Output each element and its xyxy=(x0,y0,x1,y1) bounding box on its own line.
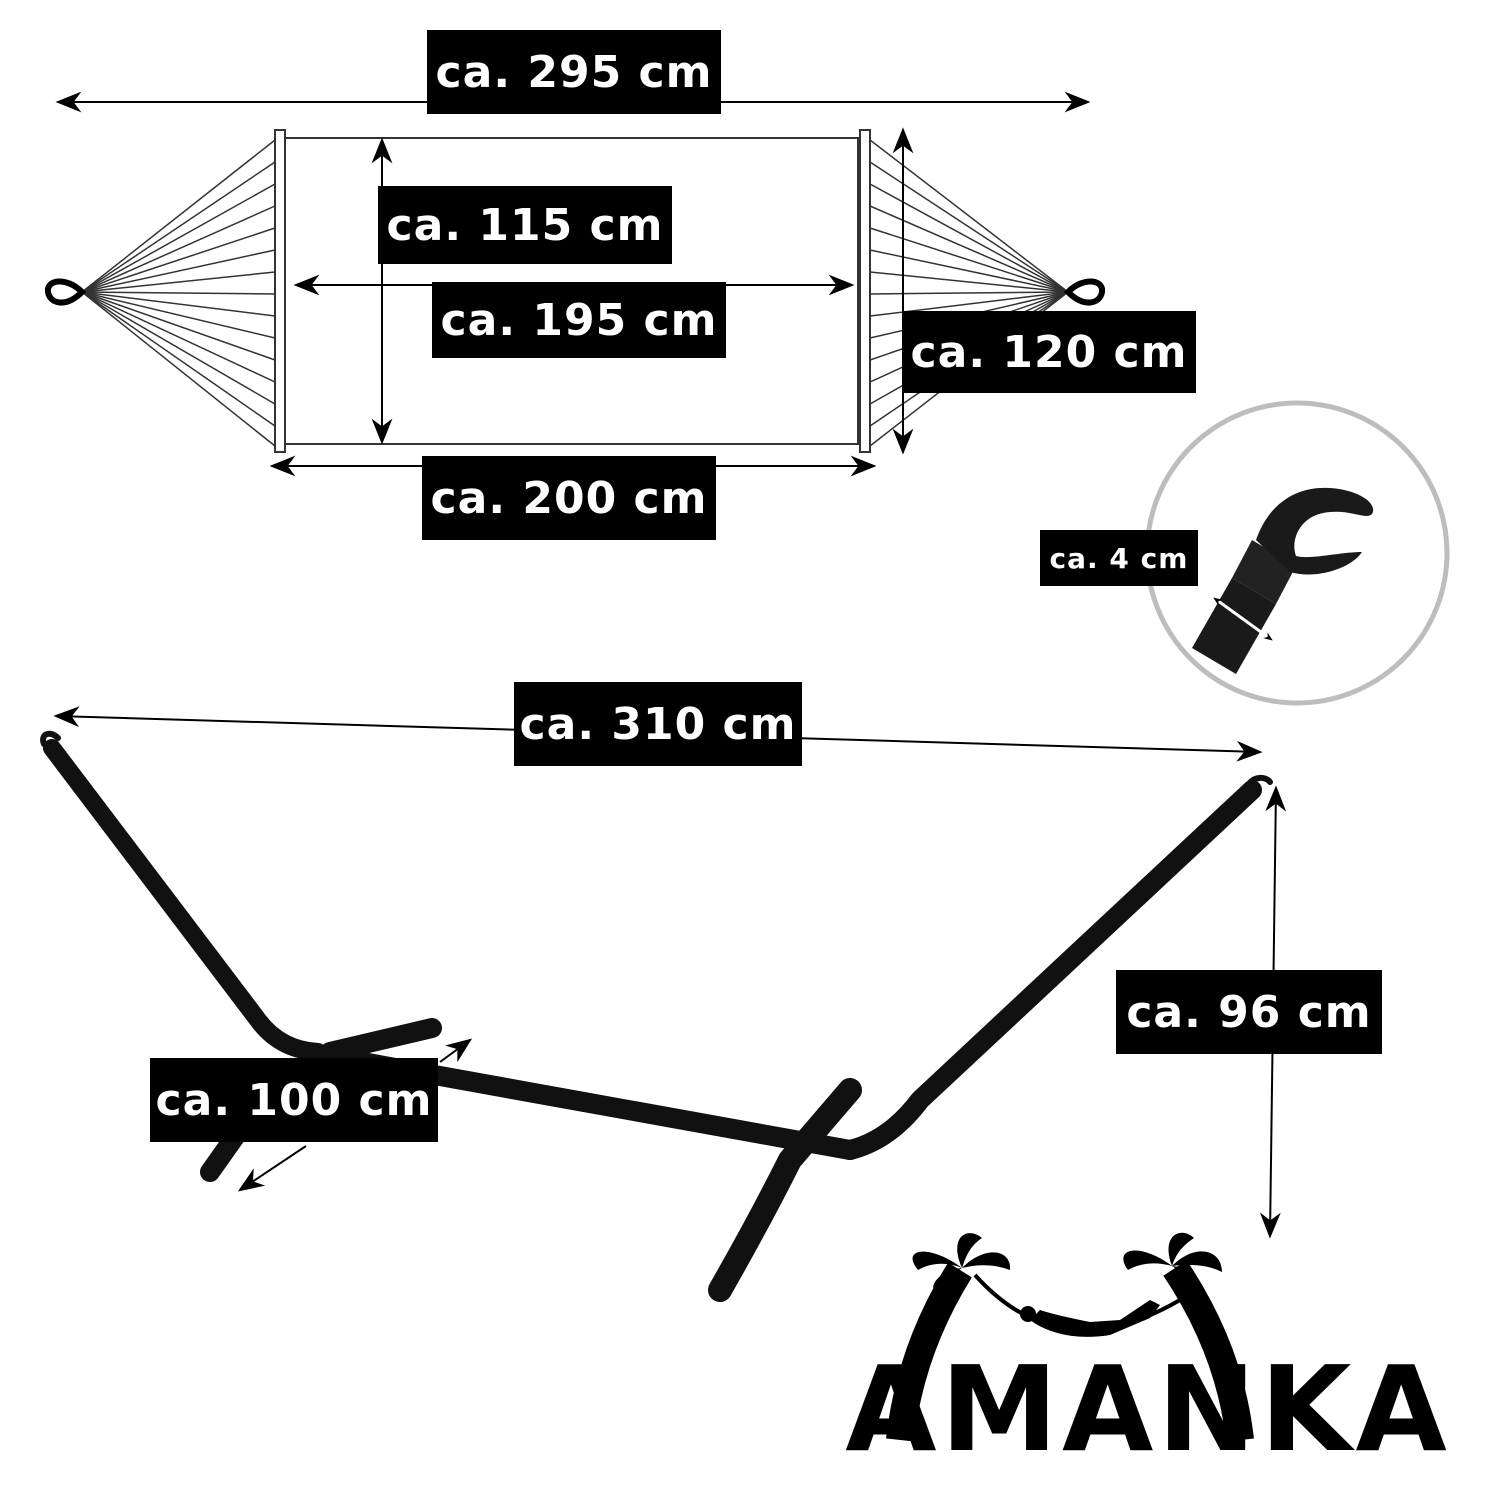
amanka-logo: AMANKA xyxy=(845,1232,1451,1478)
label-foot-width: ca. 100 cm xyxy=(150,1058,438,1142)
label-stand-height: ca. 96 cm xyxy=(1116,970,1382,1054)
hammock-top-view xyxy=(44,91,1106,477)
label-overall-length: ca. 295 cm xyxy=(427,30,721,114)
logo-person-head xyxy=(1020,1306,1036,1322)
right-palm-trunk xyxy=(1163,1260,1254,1442)
label-spreader-bar-length: ca. 120 cm xyxy=(902,311,1196,393)
label-bed-length: ca. 200 cm xyxy=(422,456,716,540)
left-arm xyxy=(43,739,327,1061)
right-spreader-bar xyxy=(859,129,871,453)
right-foot-bar xyxy=(708,1078,862,1302)
foot-width-arrow-upper xyxy=(439,1038,473,1063)
label-stand-length: ca. 310 cm xyxy=(514,682,802,766)
left-ring-icon xyxy=(44,278,87,306)
left-suspension-strings xyxy=(81,139,276,447)
left-palm-trunk xyxy=(886,1262,972,1442)
label-hook-diameter: ca. 4 cm xyxy=(1040,530,1198,586)
hammock-stand xyxy=(40,730,1273,1302)
label-hammock-width: ca. 115 cm xyxy=(378,186,672,264)
hook-diameter-arrow xyxy=(1213,596,1273,642)
brand-name: AMANKA xyxy=(845,1340,1451,1478)
left-palm-fronds-icon xyxy=(912,1233,1011,1296)
logo-person-icon xyxy=(1030,1300,1160,1337)
right-arm xyxy=(840,780,1262,1160)
right-hook-tip xyxy=(1245,774,1273,789)
foot-width-arrow-lower xyxy=(237,1145,307,1192)
right-suspension-strings xyxy=(869,139,1069,447)
label-spreader-inner-length: ca. 195 cm xyxy=(432,282,726,358)
left-spreader-bar xyxy=(274,129,286,453)
right-palm-fronds-icon xyxy=(1123,1232,1222,1294)
right-ring-icon xyxy=(1063,278,1106,306)
